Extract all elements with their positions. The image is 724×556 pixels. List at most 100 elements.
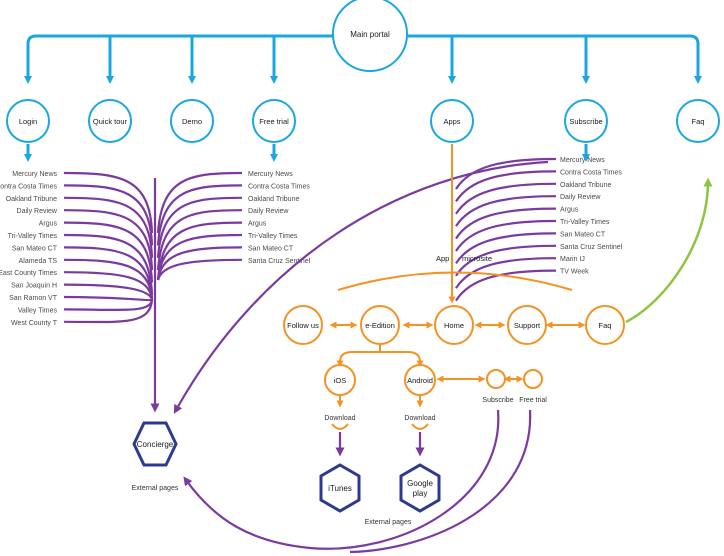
subscribe-newspaper-item[interactable]: TV Week: [560, 269, 589, 276]
subscribe-newspaper-item[interactable]: Marin IJ: [560, 256, 585, 263]
home-node[interactable]: Home: [434, 305, 474, 345]
login-node[interactable]: Login: [6, 99, 50, 143]
google-play-label-2: play: [413, 489, 428, 498]
android-label: Android: [407, 376, 433, 385]
free-trial-newspaper-item[interactable]: Tri-Valley Times: [248, 233, 298, 240]
login-label: Login: [19, 117, 37, 126]
free-trial-fan-lines: [156, 171, 243, 281]
free-trial-newspaper-item[interactable]: Contra Costa Times: [248, 183, 310, 190]
free-trial-app-label: Free trial: [519, 397, 547, 404]
free-trial-label: Free trial: [259, 117, 289, 126]
quick-tour-node[interactable]: Quick tour: [88, 99, 132, 143]
top-level-connectors: [24, 34, 702, 162]
subscribe-newspaper-item[interactable]: Santa Cruz Sentinel: [560, 244, 623, 251]
login-newspaper-item[interactable]: Tri-Valley Times: [8, 233, 58, 240]
login-fan-line: [63, 295, 153, 302]
support-label: Support: [514, 321, 541, 330]
subscribe-newspaper-item[interactable]: Mercury News: [560, 157, 605, 164]
login-newspaper-item[interactable]: San Mateo CT: [12, 245, 58, 252]
main-portal-label: Main portal: [350, 30, 390, 39]
follow-us-label: Follow us: [287, 321, 319, 330]
ios-node[interactable]: iOS: [324, 364, 356, 396]
login-fan-line: [63, 184, 154, 246]
subscribe-fan-line: [455, 269, 557, 302]
subscribe-fan-line: [455, 207, 557, 240]
google-play-node[interactable]: Google play: [399, 463, 441, 513]
support-node[interactable]: Support: [507, 305, 547, 345]
subscribe-newspaper-item[interactable]: Oakland Tribune: [560, 182, 611, 189]
login-newspaper-item[interactable]: San Ramon VT: [9, 295, 58, 302]
external-pages-bottom-label: External pages: [365, 519, 412, 526]
subscribe-newspaper-item[interactable]: San Mateo CT: [560, 231, 606, 238]
login-fan-line: [63, 299, 154, 312]
login-newspaper-item[interactable]: West County T: [11, 320, 58, 327]
faq-node[interactable]: Faq: [676, 99, 720, 143]
demo-label: Demo: [182, 117, 202, 126]
android-node[interactable]: Android: [404, 364, 436, 396]
apps-label: Apps: [443, 117, 460, 126]
external-pages-left-label: External pages: [132, 485, 179, 492]
subscribe-fan-line: [455, 257, 557, 289]
subscribe-newspaper-item[interactable]: Argus: [560, 207, 579, 214]
ios-label: iOS: [334, 376, 347, 385]
itunes-label: iTunes: [328, 484, 352, 493]
login-fan-line: [63, 221, 154, 283]
subscribe-label: Subscribe: [569, 117, 602, 126]
google-play-label-1: Google: [407, 479, 433, 488]
free-trial-newspaper-item[interactable]: Mercury News: [248, 171, 293, 178]
free-trial-newspaper-item[interactable]: Daily Review: [248, 208, 289, 215]
login-fan-line: [63, 233, 154, 296]
login-newspaper-item[interactable]: Contra Costa Times: [0, 183, 57, 190]
login-fan-line: [63, 299, 154, 324]
free-trial-fan-line: [156, 196, 243, 258]
free-trial-app-node[interactable]: [523, 369, 543, 389]
login-newspaper-item[interactable]: Mercury News: [12, 171, 57, 178]
subscribe-fan-line: [455, 244, 557, 277]
app-microsite: App microsite Follow us e-Edition Home S…: [283, 144, 625, 430]
subscribe-node[interactable]: Subscribe: [564, 99, 608, 143]
concierge-node[interactable]: Concierge: [132, 421, 178, 467]
login-fan-line: [63, 209, 154, 271]
free-trial-node[interactable]: Free trial: [252, 99, 296, 143]
subscribe-newspaper-item[interactable]: Tri-Valley Times: [560, 219, 610, 226]
login-newspaper-item[interactable]: Daily Review: [17, 208, 58, 215]
follow-us-node[interactable]: Follow us: [283, 305, 323, 345]
free-trial-fan-line: [156, 258, 243, 281]
free-trial-newspaper-item[interactable]: Santa Cruz Sentinel: [248, 258, 311, 265]
login-newspaper-item[interactable]: Alameda TS: [19, 258, 58, 265]
login-fan-line: [63, 196, 154, 258]
subscribe-newspaper-item[interactable]: Daily Review: [560, 194, 601, 201]
demo-node[interactable]: Demo: [170, 99, 214, 143]
login-fan-line: [63, 258, 154, 301]
itunes-node[interactable]: iTunes: [319, 463, 361, 513]
login-newspaper-item[interactable]: Argus: [39, 221, 58, 228]
quick-tour-label: Quick tour: [93, 117, 128, 126]
free-trial-newspaper-item[interactable]: Oakland Tribune: [248, 196, 299, 203]
faq-link-line: [625, 177, 713, 324]
subscribe-app-node[interactable]: [486, 369, 506, 389]
login-fan-lines: [63, 171, 154, 324]
login-newspaper-item[interactable]: San Joaquin H: [11, 283, 57, 290]
login-fan-line: [63, 283, 154, 301]
free-trial-fan-line: [156, 171, 243, 234]
concierge-label: Concierge: [137, 440, 174, 449]
login-newspaper-item[interactable]: Valley Times: [18, 307, 58, 314]
download-ios-label: Download: [324, 415, 355, 422]
free-trial-newspaper-item[interactable]: San Mateo CT: [248, 245, 294, 252]
free-trial-fan-line: [156, 184, 243, 246]
purple-return-lines: [150, 160, 549, 554]
microsite-faq-node[interactable]: Faq: [585, 305, 625, 345]
login-fan-line: [63, 171, 154, 234]
free-trial-newspaper-item[interactable]: Argus: [248, 221, 267, 228]
apps-node[interactable]: Apps: [430, 99, 474, 143]
main-portal-node[interactable]: Main portal: [332, 0, 408, 72]
e-edition-node[interactable]: e-Edition: [360, 305, 400, 345]
login-newspaper-item[interactable]: Oakland Tribune: [6, 196, 57, 203]
app-label: App: [436, 254, 449, 263]
free-trial-fan-line: [156, 246, 243, 281]
subscribe-newspaper-item[interactable]: Contra Costa Times: [560, 169, 622, 176]
login-newspaper-item[interactable]: East County Times: [0, 270, 57, 277]
